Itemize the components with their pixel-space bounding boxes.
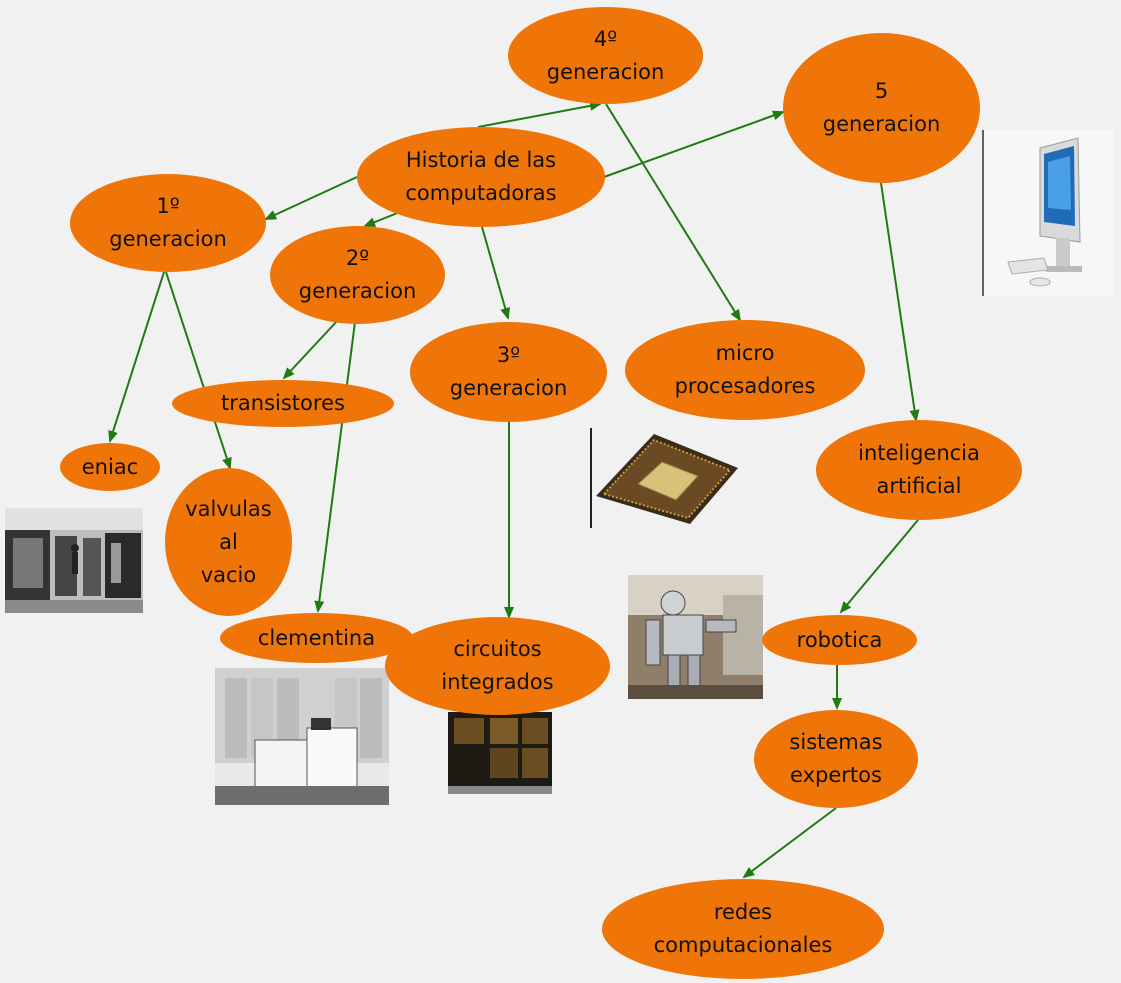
- node-gen1: 1º generacion: [70, 174, 266, 272]
- node-robotica: robotica: [762, 615, 917, 665]
- node-historia-label: Historia de las computadoras: [405, 148, 557, 205]
- node-redes: redes computacionales: [602, 879, 884, 979]
- node-gen3-label: 3º generacion: [449, 343, 568, 400]
- node-historia: Historia de las computadoras: [357, 127, 605, 227]
- edge-gen4-to-micro: [605, 103, 742, 322]
- node-transistores-label: transistores: [221, 391, 345, 415]
- edge-sistemas-to-redes: [742, 807, 837, 879]
- edge-gen5-to-ia: [880, 182, 920, 422]
- microprocessor-chip-photo: [590, 428, 740, 528]
- node-gen3: 3º generacion: [410, 322, 607, 422]
- clementina-photo: [215, 668, 389, 805]
- edge-historia-to-gen2: [363, 211, 401, 227]
- edge-ia-to-robotica: [839, 519, 919, 614]
- node-transistores: transistores: [172, 380, 394, 427]
- imac-computer-photo: [982, 130, 1114, 296]
- node-micro: micro procesadores: [625, 320, 865, 420]
- node-gen5: 5 generacion: [783, 33, 980, 183]
- node-circuitos: circuitos integrados: [385, 617, 610, 715]
- node-gen5-label: 5 generacion: [822, 79, 941, 136]
- node-clementina: clementina: [220, 613, 413, 663]
- node-ia-label: inteligencia artificial: [858, 441, 980, 498]
- node-circuitos-label: circuitos integrados: [441, 637, 554, 694]
- node-gen1-label: 1º generacion: [109, 194, 227, 251]
- edge-historia-to-gen5: [603, 110, 785, 178]
- node-gen2-label: 2º generacion: [298, 246, 417, 303]
- edge-historia-to-gen4: [477, 100, 602, 128]
- node-gen4: 4º generacion: [508, 7, 703, 104]
- node-eniac: eniac: [60, 443, 160, 491]
- node-gen4-label: 4º generacion: [546, 26, 665, 84]
- node-gen2: 2º generacion: [270, 226, 445, 324]
- node-valvulas: valvulas al vacio: [165, 468, 292, 616]
- edge-gen1-to-eniac: [108, 271, 165, 443]
- edge-gen2-to-clementina: [314, 321, 356, 613]
- robot-photo: [628, 575, 763, 699]
- node-eniac-label: eniac: [81, 454, 139, 479]
- integrated-circuit-computer-photo: [442, 708, 554, 794]
- node-robotica-label: robotica: [796, 627, 883, 652]
- node-clementina-label: clementina: [257, 625, 376, 650]
- node-redes-label: redes computacionales: [653, 900, 833, 957]
- node-sistemas: sistemas expertos: [754, 710, 918, 808]
- node-micro-label: micro procesadores: [674, 341, 816, 398]
- edge-historia-to-gen1: [264, 176, 358, 220]
- node-sistemas-label: sistemas expertos: [789, 730, 883, 787]
- node-ia: inteligencia artificial: [816, 420, 1022, 520]
- edge-gen1-to-valvulas: [165, 271, 232, 470]
- node-valvulas-label: valvulas al vacio: [185, 496, 272, 587]
- edge-historia-to-gen3: [481, 226, 511, 320]
- eniac-photo: [5, 508, 143, 613]
